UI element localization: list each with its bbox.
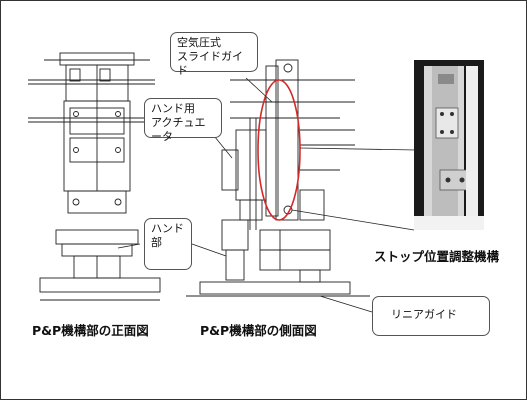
- caption-side-view: P&P機構部の側面図: [200, 323, 317, 338]
- leader-hand-front: [117, 243, 141, 249]
- highlight-ellipse: [257, 79, 301, 221]
- callout-hand-line1: ハンド: [151, 222, 184, 235]
- stop-adjust-photo: [414, 60, 484, 230]
- leader-air-slide: [245, 77, 273, 103]
- leader-photo-top: [299, 147, 417, 151]
- leader-linear-guide: [319, 295, 373, 313]
- leader-photo-bottom: [291, 209, 415, 231]
- callout-hand: ハンド 部: [144, 218, 192, 270]
- callout-air-slide: 空気圧式 スライドガイド: [170, 32, 258, 77]
- callout-linear-guide: リニアガイド: [372, 296, 490, 336]
- callout-linear-guide-text: リニアガイド: [391, 308, 457, 321]
- caption-front-view: P&P機構部の正面図: [32, 323, 149, 338]
- side-view-drawing: [186, 59, 370, 297]
- leader-hand-side: [191, 243, 227, 257]
- caption-stop-adjust: ストップ位置調整機構: [374, 249, 500, 264]
- front-view-drawing: [28, 52, 161, 301]
- callout-hand-line2: 部: [151, 236, 162, 249]
- callout-hand-actuator: ハンド用 アクチュエータ: [144, 98, 222, 143]
- callout-air-slide-line2: スライドガイド: [177, 50, 243, 77]
- callout-hand-actuator-line2: アクチュエータ: [151, 116, 206, 143]
- callout-hand-actuator-line1: ハンド用: [151, 102, 195, 115]
- callout-air-slide-line1: 空気圧式: [177, 36, 221, 49]
